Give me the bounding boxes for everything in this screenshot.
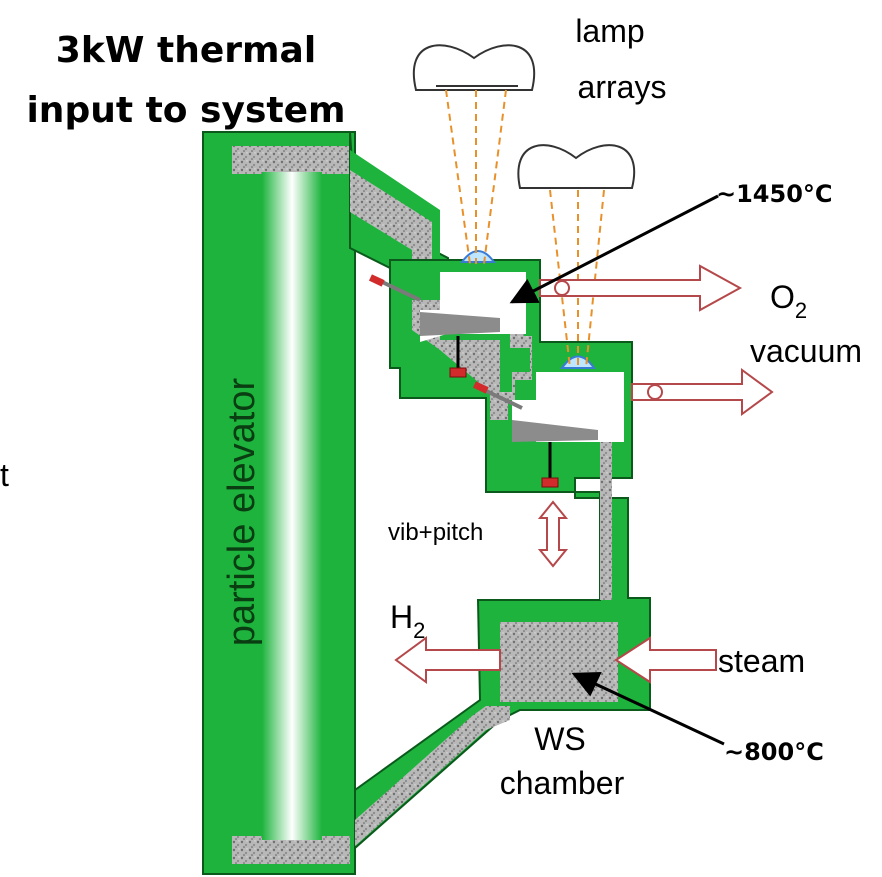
steam-inlet-arrow <box>614 636 717 684</box>
ws-chamber <box>500 622 618 702</box>
title-line-2: input to system <box>26 90 345 131</box>
o2-subscript: 2 <box>795 298 807 323</box>
vib-pitch-arrow <box>537 500 569 568</box>
temp-high-label: ~1450°C <box>716 180 833 208</box>
h2-main: H <box>390 599 413 635</box>
vib-pitch-label: vib+pitch <box>388 519 483 546</box>
particle-elevator <box>202 131 356 875</box>
vacuum-outlet-arrow <box>631 368 774 416</box>
particle-flow <box>355 300 612 846</box>
title-line-1: 3kW thermal <box>56 30 316 71</box>
temp-low-pointer <box>571 672 725 746</box>
lamp-label-line-2: arrays <box>578 69 667 105</box>
vacuum-label: vacuum <box>750 333 862 369</box>
lamp-label-line-1: lamp <box>575 13 644 49</box>
temp-high-pointer <box>509 194 719 304</box>
upper-reduction-chamber <box>368 250 526 378</box>
o2-main: O <box>770 279 795 315</box>
ws-label-line-1: WS <box>534 721 586 757</box>
o2-outlet-arrow <box>539 264 743 312</box>
o2-label: O2 <box>770 279 807 323</box>
h2-label: H2 <box>390 599 425 643</box>
steam-label: steam <box>718 643 805 679</box>
ws-label-line-2: chamber <box>500 765 625 801</box>
particle-elevator-label: particle elevator <box>221 378 263 647</box>
h2-subscript: 2 <box>413 618 425 643</box>
h2-outlet-arrow <box>394 636 501 684</box>
edge-text-fragment: t <box>0 457 9 493</box>
lamp-array-upper <box>413 44 535 265</box>
temp-low-label: ~800°C <box>724 738 824 766</box>
